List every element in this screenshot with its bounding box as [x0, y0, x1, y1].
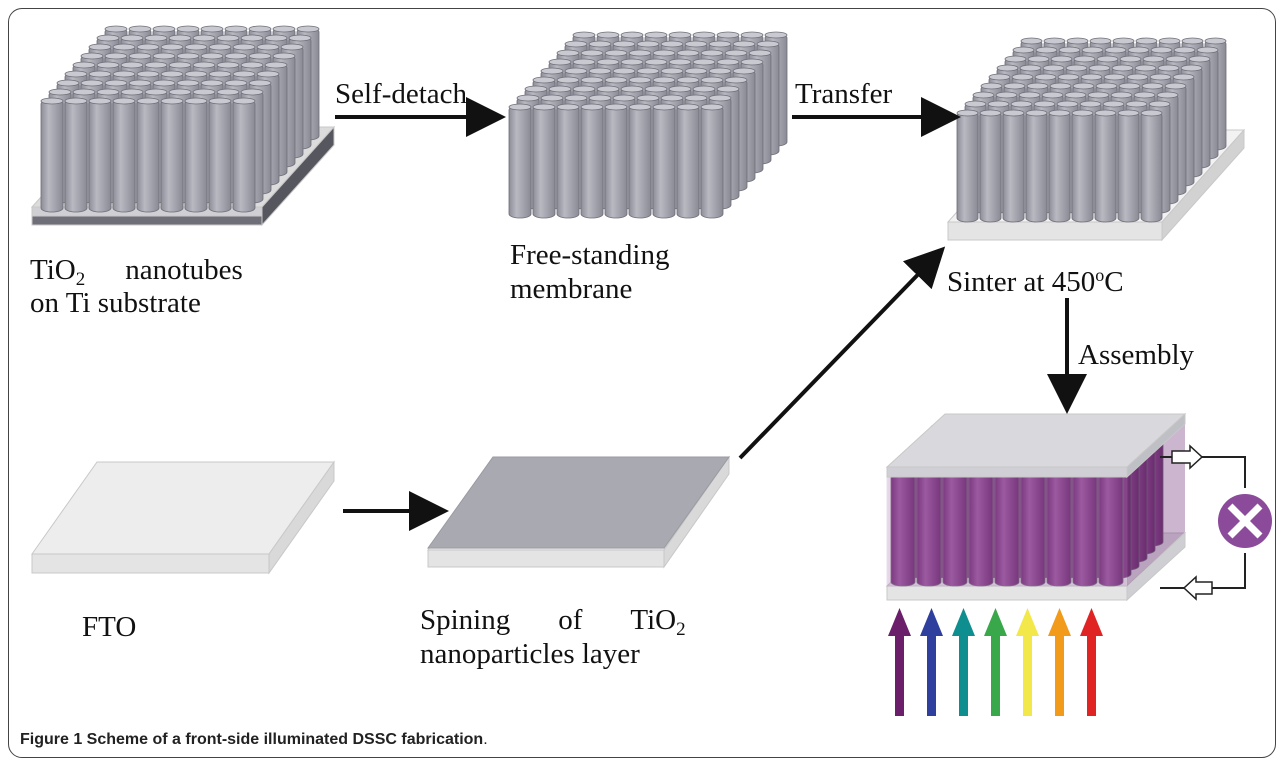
light-arrow-icon [888, 608, 911, 716]
nanotubes-label-line2: on Ti substrate [30, 287, 201, 319]
sintered-nanotube-array [956, 37, 1227, 223]
transfer-label: Transfer [795, 78, 893, 110]
light-arrow-icon [920, 608, 943, 716]
assembly-label: Assembly [1078, 339, 1194, 371]
membrane-label-line2: membrane [510, 273, 633, 305]
self-detach-label: Self-detach [335, 78, 468, 110]
sinter-label: Sinter at 450oC [947, 265, 1124, 298]
figure-caption: Figure 1 Scheme of a front-side illumina… [20, 731, 488, 748]
electron-arrow-in-icon [1182, 575, 1213, 601]
light-arrow-icon [1080, 608, 1103, 716]
light-arrow-icon [1048, 608, 1071, 716]
free-standing-membrane-block [508, 31, 788, 219]
light-arrow-icon [952, 608, 975, 716]
spin-coated-fto-plate [427, 455, 730, 569]
membrane-label-line1: Free-standing [510, 239, 670, 271]
dssc-assembled-cell [885, 412, 1187, 602]
sintered-nanotubes-on-fto-block [946, 37, 1246, 242]
spin-label-line2: nanoparticles layer [420, 638, 640, 670]
diagonal-arrow-icon [738, 246, 946, 460]
light-arrow-icon [1016, 608, 1039, 716]
fto-label: FTO [82, 611, 137, 643]
tio2-nanotube-array [40, 25, 320, 213]
electron-arrow-out-icon [1171, 444, 1204, 470]
membrane-nanotube-array [508, 31, 788, 219]
fto-plate [31, 460, 335, 575]
load-symbol-icon [1218, 494, 1272, 548]
illumination-arrows [888, 608, 1103, 716]
tio2-nanotubes-on-ti-block [30, 25, 336, 227]
top-counter-electrode [885, 412, 1187, 479]
light-arrow-icon [984, 608, 1007, 716]
fto-glass [31, 460, 335, 575]
